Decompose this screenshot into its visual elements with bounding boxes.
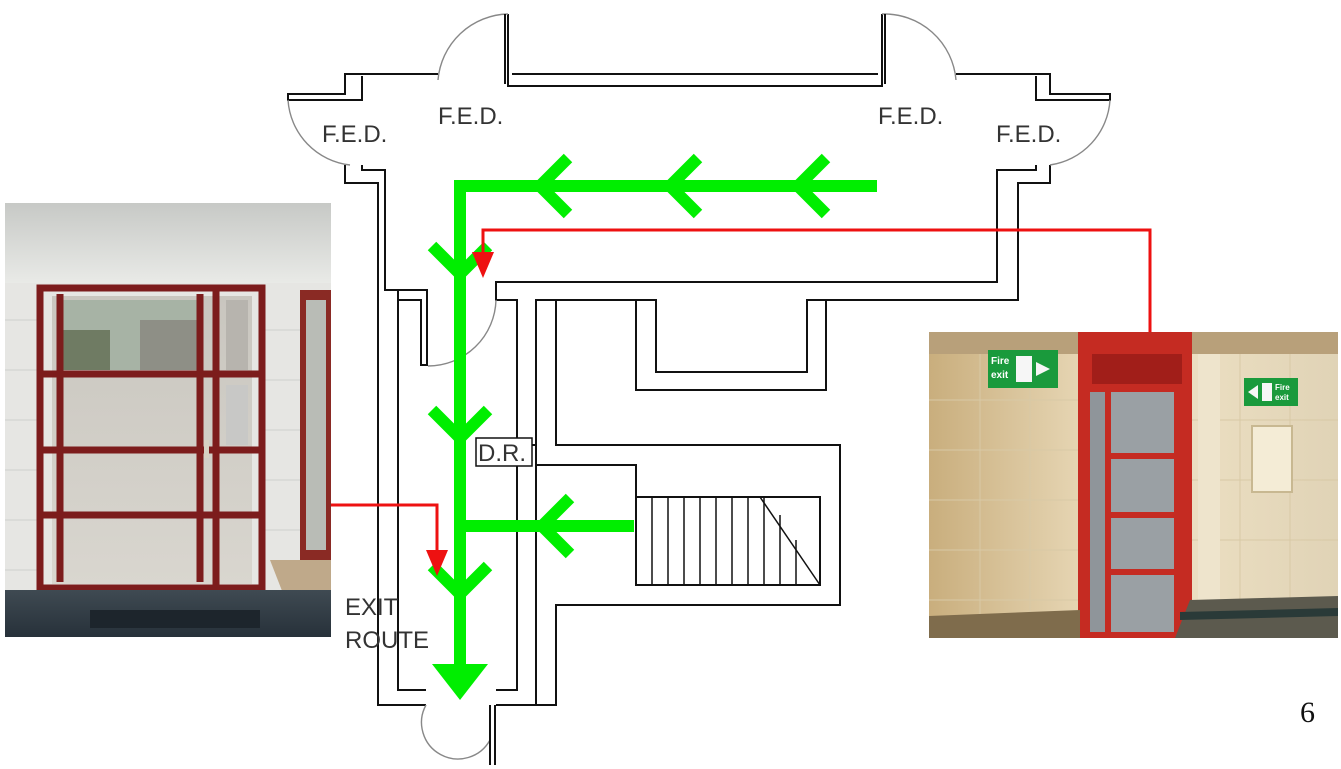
fire-exit-sign-1-text-bottom: exit: [991, 370, 1009, 381]
dr-label: D.R.: [478, 440, 526, 467]
route-chevron-left-4: [533, 493, 575, 559]
fed-label-top-left: F.E.D.: [438, 103, 503, 130]
fed-label-far-right: F.E.D.: [996, 121, 1061, 148]
exit-route-arrowhead: [432, 664, 488, 700]
exit-route-arrows: [427, 153, 877, 665]
exit-route-label-line2: ROUTE: [345, 627, 429, 654]
upper-right-wall: [956, 73, 1111, 101]
fire-exit-sign-2: Fire exit: [1244, 378, 1298, 406]
door-leaves: [489, 14, 886, 765]
left-notch: [397, 289, 428, 366]
fed-label-top-right: F.E.D.: [878, 103, 943, 130]
fire-exit-sign-1-text-top: Fire: [991, 356, 1010, 367]
exit-door-photo: [5, 203, 331, 637]
left-inner-wall: [361, 165, 426, 691]
fire-door-photo: Fire exit Fire exit: [929, 332, 1338, 638]
door-swing-far-left: [287, 99, 351, 166]
route-chevron-left-2: [661, 153, 703, 219]
door-swing-top-right: [881, 13, 957, 81]
route-chevron-down-2: [427, 405, 493, 447]
upper-left-wall: [287, 73, 438, 101]
fed-label-far-left: F.E.D.: [322, 121, 387, 148]
fire-exit-sign-2-text-bottom: exit: [1275, 393, 1289, 402]
pointer-left-photo: [330, 503, 439, 552]
route-chevron-down-3: [427, 561, 493, 603]
door-swing-corridor: [427, 299, 497, 367]
route-chevron-left-3: [789, 153, 831, 219]
fire-exit-sign-1: Fire exit: [988, 350, 1058, 388]
fire-exit-sign-2-text-top: Fire: [1275, 383, 1290, 392]
right-inner-wall: [495, 165, 1037, 691]
door-swing-bottom: [420, 704, 491, 760]
door-swing-top-left: [437, 13, 509, 81]
stairs-outline: [635, 496, 821, 586]
exit-route-main-path: [454, 180, 877, 665]
centre-block-inner: [635, 300, 827, 391]
centre-block-wall: [536, 300, 841, 706]
left-outer-wall: [344, 165, 426, 706]
pointer-right-arrowhead: [472, 252, 494, 278]
top-wall: [507, 14, 883, 87]
dr-label-box: [475, 437, 533, 467]
photo-pointers: [330, 228, 1152, 552]
pointer-left-arrowhead: [426, 550, 448, 576]
stairs: [651, 496, 821, 586]
door-swings: [287, 13, 1111, 760]
exit-route-label-line1: EXIT: [345, 594, 399, 621]
pointer-right-photo: [481, 228, 1152, 334]
route-chevron-left-1: [531, 153, 573, 219]
page-number: 6: [1300, 696, 1315, 729]
right-outer-wall: [496, 165, 1051, 706]
floor-plan-walls: [287, 14, 1111, 706]
door-swing-far-right: [1049, 99, 1111, 166]
